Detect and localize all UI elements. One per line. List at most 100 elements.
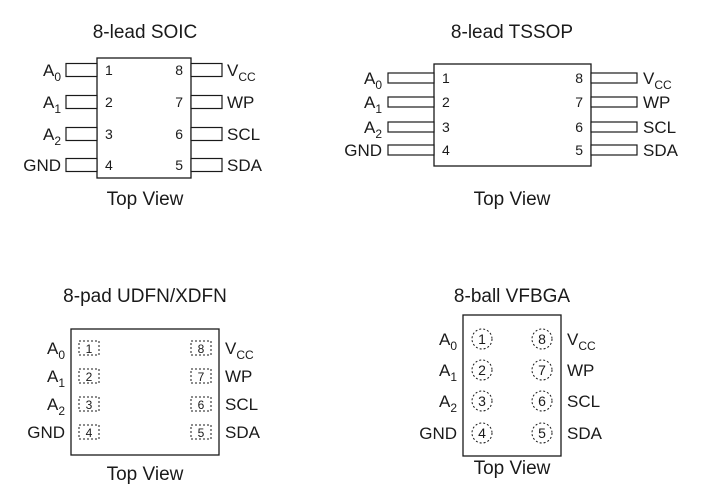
package-title: 8-lead TSSOP (451, 22, 573, 43)
pin-number: 5 (198, 426, 205, 440)
pin-number: 5 (575, 142, 583, 158)
pin-ball (471, 390, 493, 412)
pin-label: GND (23, 156, 61, 175)
pin-number: 6 (198, 398, 205, 412)
pin-lead (65, 157, 98, 173)
pin-number: 6 (175, 126, 183, 142)
pin-number: 1 (105, 62, 113, 78)
pin-lead (387, 96, 435, 108)
pin-lead (190, 157, 223, 173)
pin-lead (65, 94, 98, 110)
pin-ball (471, 422, 493, 444)
view-label: Top View (474, 189, 551, 210)
pin-label: A2 (439, 392, 457, 415)
pin-label: SDA (225, 423, 261, 442)
pin-number: 7 (198, 370, 205, 384)
pin-number: 4 (478, 425, 486, 441)
pin-label: VCC (567, 330, 596, 353)
pin-lead (65, 62, 98, 78)
package-body (433, 63, 592, 167)
pin-lead (387, 144, 435, 156)
pin-lead (387, 72, 435, 84)
pin-number: 4 (86, 426, 93, 440)
package-body (70, 328, 220, 456)
pin-label: WP (643, 93, 670, 112)
pin-label: VCC (227, 61, 256, 84)
pin-number: 3 (478, 393, 486, 409)
pin-number: 1 (86, 342, 93, 356)
view-label: Top View (474, 458, 551, 479)
pin-ball (531, 422, 553, 444)
pin-number: 1 (478, 331, 486, 347)
pin-label: A2 (43, 125, 61, 148)
package-body (462, 314, 562, 457)
pin-number: 8 (575, 70, 583, 86)
pin-lead (590, 121, 638, 133)
pin-number: 2 (478, 362, 486, 378)
pin-label: SCL (567, 392, 600, 411)
view-label: Top View (107, 464, 184, 485)
pin-lead (387, 121, 435, 133)
pin-pad (190, 340, 212, 356)
pin-label: A2 (47, 395, 65, 418)
pin-number: 2 (86, 370, 93, 384)
pin-label: SDA (227, 156, 263, 175)
pin-pad (78, 396, 100, 412)
pin-number: 2 (442, 94, 450, 110)
pin-number: 5 (175, 157, 183, 173)
pin-label: A1 (364, 93, 382, 116)
pin-lead (190, 126, 223, 142)
pin-label: A1 (47, 367, 65, 390)
pin-label: SDA (567, 424, 603, 443)
pin-number: 3 (86, 398, 93, 412)
pin-label: WP (225, 367, 252, 386)
pin-number: 2 (105, 94, 113, 110)
pin-label: GND (419, 424, 457, 443)
pin-number: 4 (105, 157, 113, 173)
pin-label: A1 (43, 93, 61, 116)
pin-lead (590, 144, 638, 156)
package-title: 8-ball VFBGA (454, 286, 570, 307)
pin-pad (190, 368, 212, 384)
pin-number: 5 (538, 425, 546, 441)
pin-pad (190, 396, 212, 412)
pin-number: 6 (575, 119, 583, 135)
pin-ball (531, 359, 553, 381)
pin-label: A1 (439, 361, 457, 384)
pin-number: 8 (198, 342, 205, 356)
pin-number: 7 (538, 362, 546, 378)
pin-number: 6 (538, 393, 546, 409)
pin-number: 3 (105, 126, 113, 142)
pin-number: 4 (442, 142, 450, 158)
pin-label: WP (567, 361, 594, 380)
pin-pad (78, 424, 100, 440)
pin-number: 8 (175, 62, 183, 78)
pin-label: A0 (43, 61, 61, 84)
pin-ball (471, 328, 493, 350)
pin-number: 3 (442, 119, 450, 135)
pin-label: A0 (47, 339, 65, 362)
pin-pad (190, 424, 212, 440)
pin-label: A0 (364, 69, 382, 92)
package-title: 8-pad UDFN/XDFN (63, 286, 227, 307)
pin-label: A0 (439, 330, 457, 353)
pin-label: A2 (364, 118, 382, 141)
pin-label: SCL (225, 395, 258, 414)
pin-number: 7 (575, 94, 583, 110)
pin-number: 1 (442, 70, 450, 86)
pin-lead (590, 72, 638, 84)
pin-lead (590, 96, 638, 108)
pin-label: SDA (643, 141, 679, 160)
pin-lead (190, 94, 223, 110)
pin-lead (190, 62, 223, 78)
pin-ball (471, 359, 493, 381)
pin-ball (531, 390, 553, 412)
pin-pad (78, 340, 100, 356)
view-label: Top View (107, 189, 184, 210)
pin-lead (65, 126, 98, 142)
